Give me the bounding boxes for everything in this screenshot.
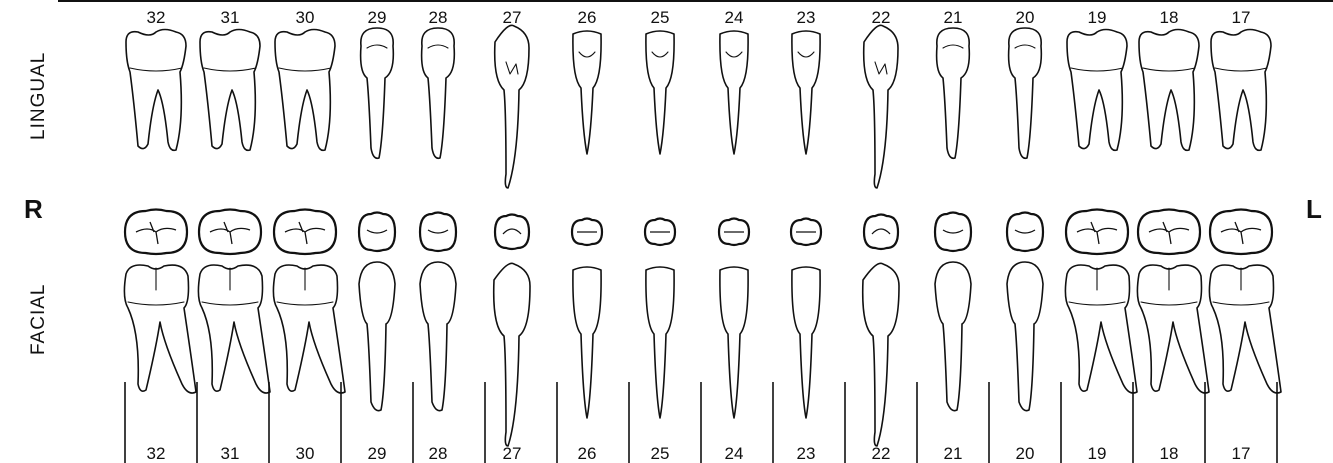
bottom-tooth-number-27: 27 [503,444,522,463]
bottom-tooth-number-31: 31 [221,444,240,463]
bottom-tooth-number-29: 29 [368,444,387,463]
facial-tooth-20 [1007,262,1043,411]
lingual-tooth-27 [495,25,529,188]
top-tooth-number-17: 17 [1232,8,1251,27]
top-tooth-number-31: 31 [221,8,240,27]
lingual-tooth-29 [361,28,394,158]
lingual-tooth-20 [1009,28,1042,158]
facial-tooth-18 [1137,265,1209,393]
occlusal-tooth-28 [420,213,456,252]
occlusal-tooth-32 [125,210,187,255]
top-tooth-numbers: 32 31 30 29 28 27 26 25 24 23 22 21 20 19 18 17 [147,8,1251,27]
facial-tooth-23 [792,267,820,418]
top-tooth-number-29: 29 [368,8,387,27]
lingual-tooth-30 [275,30,335,151]
occlusal-tooth-21 [935,213,971,252]
bottom-tooth-number-20: 20 [1016,444,1035,463]
facial-tooth-22 [863,263,899,446]
bottom-tooth-number-22: 22 [872,444,891,463]
lingual-tooth-24 [720,31,748,154]
bottom-tooth-number-17: 17 [1232,444,1251,463]
facial-tooth-24 [720,267,748,418]
facial-label: FACIAL [28,284,49,355]
bottom-tooth-number-28: 28 [429,444,448,463]
top-tooth-number-30: 30 [296,8,315,27]
lingual-tooth-18 [1139,30,1199,151]
bottom-tooth-numbers: 32 31 30 29 28 27 26 25 24 23 22 21 20 19 18 17 [147,444,1251,463]
facial-row [124,262,1281,446]
occlusal-tooth-17 [1210,210,1272,255]
right-side-label: R [24,194,43,224]
lingual-label: LINGUAL [28,52,49,140]
left-side-label: L [1306,194,1322,224]
lingual-row [126,25,1271,188]
occlusal-tooth-22 [864,215,898,250]
top-tooth-number-24: 24 [725,8,744,27]
lingual-tooth-22 [864,25,898,188]
occlusal-tooth-27 [495,215,529,250]
bottom-tooth-number-26: 26 [578,444,597,463]
top-tooth-number-27: 27 [503,8,522,27]
top-tooth-number-26: 26 [578,8,597,27]
occlusal-tooth-30 [274,210,336,255]
lingual-tooth-23 [792,31,820,154]
lingual-tooth-25 [646,31,674,154]
bottom-tooth-number-21: 21 [944,444,963,463]
occlusal-tooth-23 [791,219,821,246]
lingual-tooth-21 [937,28,970,158]
facial-tooth-17 [1209,265,1281,393]
lingual-tooth-28 [422,28,455,158]
facial-tooth-26 [573,267,601,418]
bottom-tooth-number-18: 18 [1160,444,1179,463]
occlusal-tooth-31 [199,210,261,255]
bottom-tooth-number-24: 24 [725,444,744,463]
facial-tooth-21 [935,262,971,411]
facial-tooth-31 [198,265,270,393]
occlusal-tooth-26 [572,219,602,246]
occlusal-tooth-20 [1007,213,1043,252]
occlusal-tooth-19 [1066,210,1128,255]
occlusal-row [125,210,1272,255]
top-tooth-number-28: 28 [429,8,448,27]
top-tooth-number-18: 18 [1160,8,1179,27]
top-tooth-number-21: 21 [944,8,963,27]
top-tooth-number-19: 19 [1088,8,1107,27]
lingual-tooth-31 [200,30,260,151]
occlusal-tooth-29 [359,213,395,252]
bottom-tooth-number-19: 19 [1088,444,1107,463]
lingual-tooth-19 [1067,30,1127,151]
lingual-tooth-32 [126,30,186,151]
facial-tooth-32 [124,265,196,393]
bottom-tooth-number-30: 30 [296,444,315,463]
top-tooth-number-23: 23 [797,8,816,27]
facial-tooth-25 [646,267,674,418]
facial-tooth-27 [494,263,530,446]
occlusal-tooth-25 [645,219,675,246]
top-tooth-number-25: 25 [651,8,670,27]
bottom-tooth-number-32: 32 [147,444,166,463]
facial-tooth-19 [1065,265,1137,393]
facial-tooth-30 [273,265,345,393]
bottom-tooth-number-25: 25 [651,444,670,463]
facial-tooth-29 [359,262,395,411]
lingual-tooth-17 [1211,30,1271,151]
bottom-tooth-number-23: 23 [797,444,816,463]
facial-tooth-28 [420,262,456,411]
occlusal-tooth-18 [1138,210,1200,255]
top-tooth-number-20: 20 [1016,8,1035,27]
top-tooth-number-22: 22 [872,8,891,27]
occlusal-tooth-24 [719,219,749,246]
top-tooth-number-32: 32 [147,8,166,27]
lingual-tooth-26 [573,31,601,154]
